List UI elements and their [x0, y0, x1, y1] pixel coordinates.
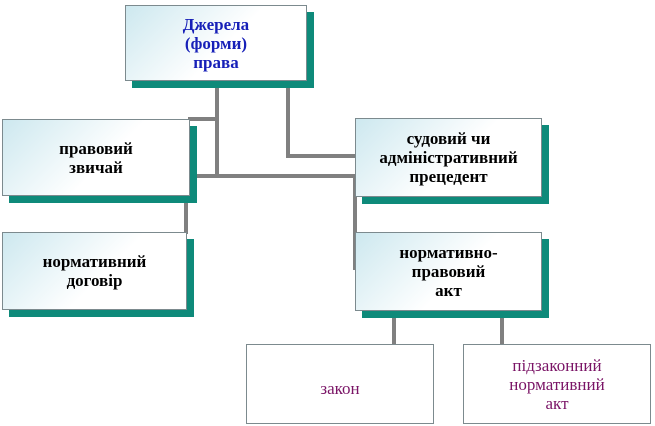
custom-node-label: правовий звичай [2, 119, 190, 196]
precedent-node: судовий чи адміністративний прецедент [355, 118, 549, 204]
legal-act-node-label: нормативно- правовий акт [355, 232, 542, 311]
bylaw-node: підзаконний нормативний акт [463, 344, 651, 424]
bylaw-node-label: підзаконний нормативний акт [463, 344, 651, 424]
root-node-label: Джерела (форми) права [125, 5, 307, 81]
law-node: закон [246, 344, 434, 424]
contract-node-label: нормативний договір [2, 232, 187, 310]
root-node: Джерела (форми) права [125, 5, 314, 88]
custom-node: правовий звичай [2, 119, 197, 203]
precedent-node-label: судовий чи адміністративний прецедент [355, 118, 542, 197]
contract-node: нормативний договір [2, 232, 194, 317]
law-node-label: закон [246, 344, 434, 424]
legal-act-node: нормативно- правовий акт [355, 232, 549, 318]
